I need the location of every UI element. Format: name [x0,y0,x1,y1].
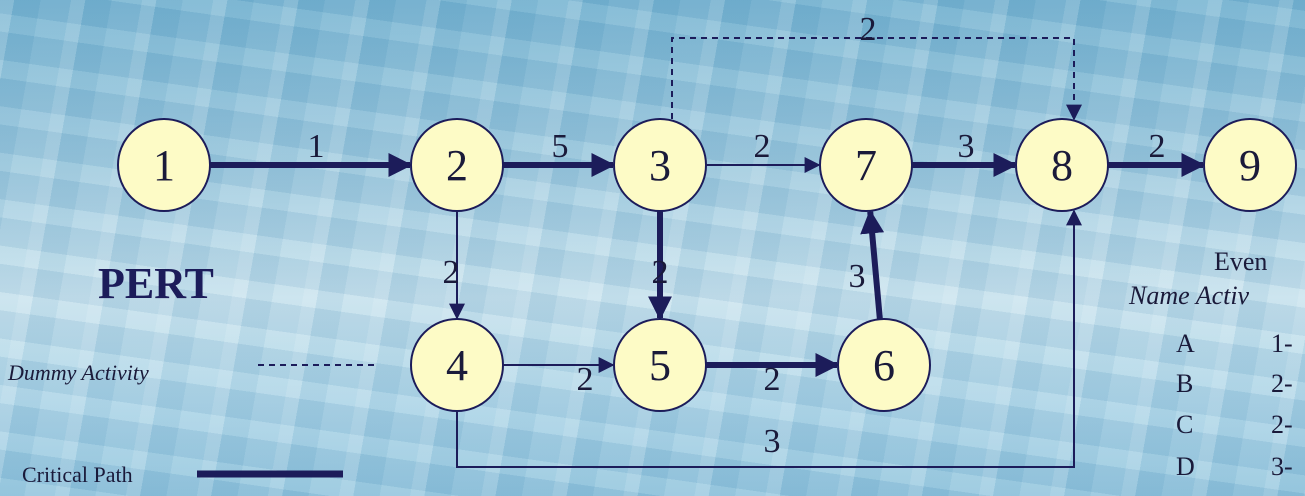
table-header-name-activity: Name Activ [1128,281,1250,310]
edge-label-3-7: 2 [754,128,771,165]
node-9 [1203,118,1297,212]
edges-layer: 1 5 2 3 2 2 2 2 2 3 3 2 [210,11,1206,468]
node-label-7: 7 [855,141,877,190]
table-row-activity: 3- [1271,452,1293,481]
edge-label-2-4: 2 [443,254,460,291]
edge-label-4-5: 2 [577,361,594,398]
table-row-name: A [1176,329,1195,358]
table-row-name: C [1176,410,1193,439]
node-label-6: 6 [873,341,895,390]
table-row-activity: 2- [1271,369,1293,398]
event-table: Even Name Activ A 1- B 2- C 2- D 3- [1128,247,1293,481]
dummy-activity-legend-label: Dummy Activity [7,360,149,385]
table-row-name: B [1176,369,1193,398]
edge-label-7-8: 3 [958,128,975,165]
table-row-activity: 2- [1271,410,1293,439]
edge-label-5-6: 2 [764,361,781,398]
edge-label-2-3: 5 [552,128,569,165]
table-row-name: D [1176,452,1195,481]
table-row-activity: 1- [1271,329,1293,358]
node-label-1: 1 [153,141,175,190]
node-3 [613,118,707,212]
node-label-5: 5 [649,341,671,390]
edge-label-4-8: 3 [764,423,781,460]
edge-label-3-5: 2 [652,254,669,291]
node-5 [613,318,707,412]
node-label-9: 9 [1239,141,1261,190]
edge-3-8-dummy [671,37,1082,121]
node-label-8: 8 [1051,141,1073,190]
node-4 [410,318,504,412]
table-header-event: Even [1214,247,1267,276]
diagram-title: PERT [98,259,214,308]
edge-label-3-8: 2 [860,11,877,48]
node-8 [1015,118,1109,212]
edge-label-8-9: 2 [1149,128,1166,165]
node-7 [819,118,913,212]
node-label-3: 3 [649,141,671,190]
edge-6-7-critical [860,209,885,320]
edge-label-1-2: 1 [308,128,325,165]
node-label-4: 4 [446,341,468,390]
nodes-layer: 1 2 3 4 5 6 7 8 9 [117,118,1297,412]
node-6 [837,318,931,412]
node-label-2: 2 [446,141,468,190]
critical-path-legend-label: Critical Path [22,462,133,487]
node-2 [410,118,504,212]
node-1 [117,118,211,212]
edge-4-8 [456,209,1082,468]
edge-label-6-7: 3 [849,258,866,295]
